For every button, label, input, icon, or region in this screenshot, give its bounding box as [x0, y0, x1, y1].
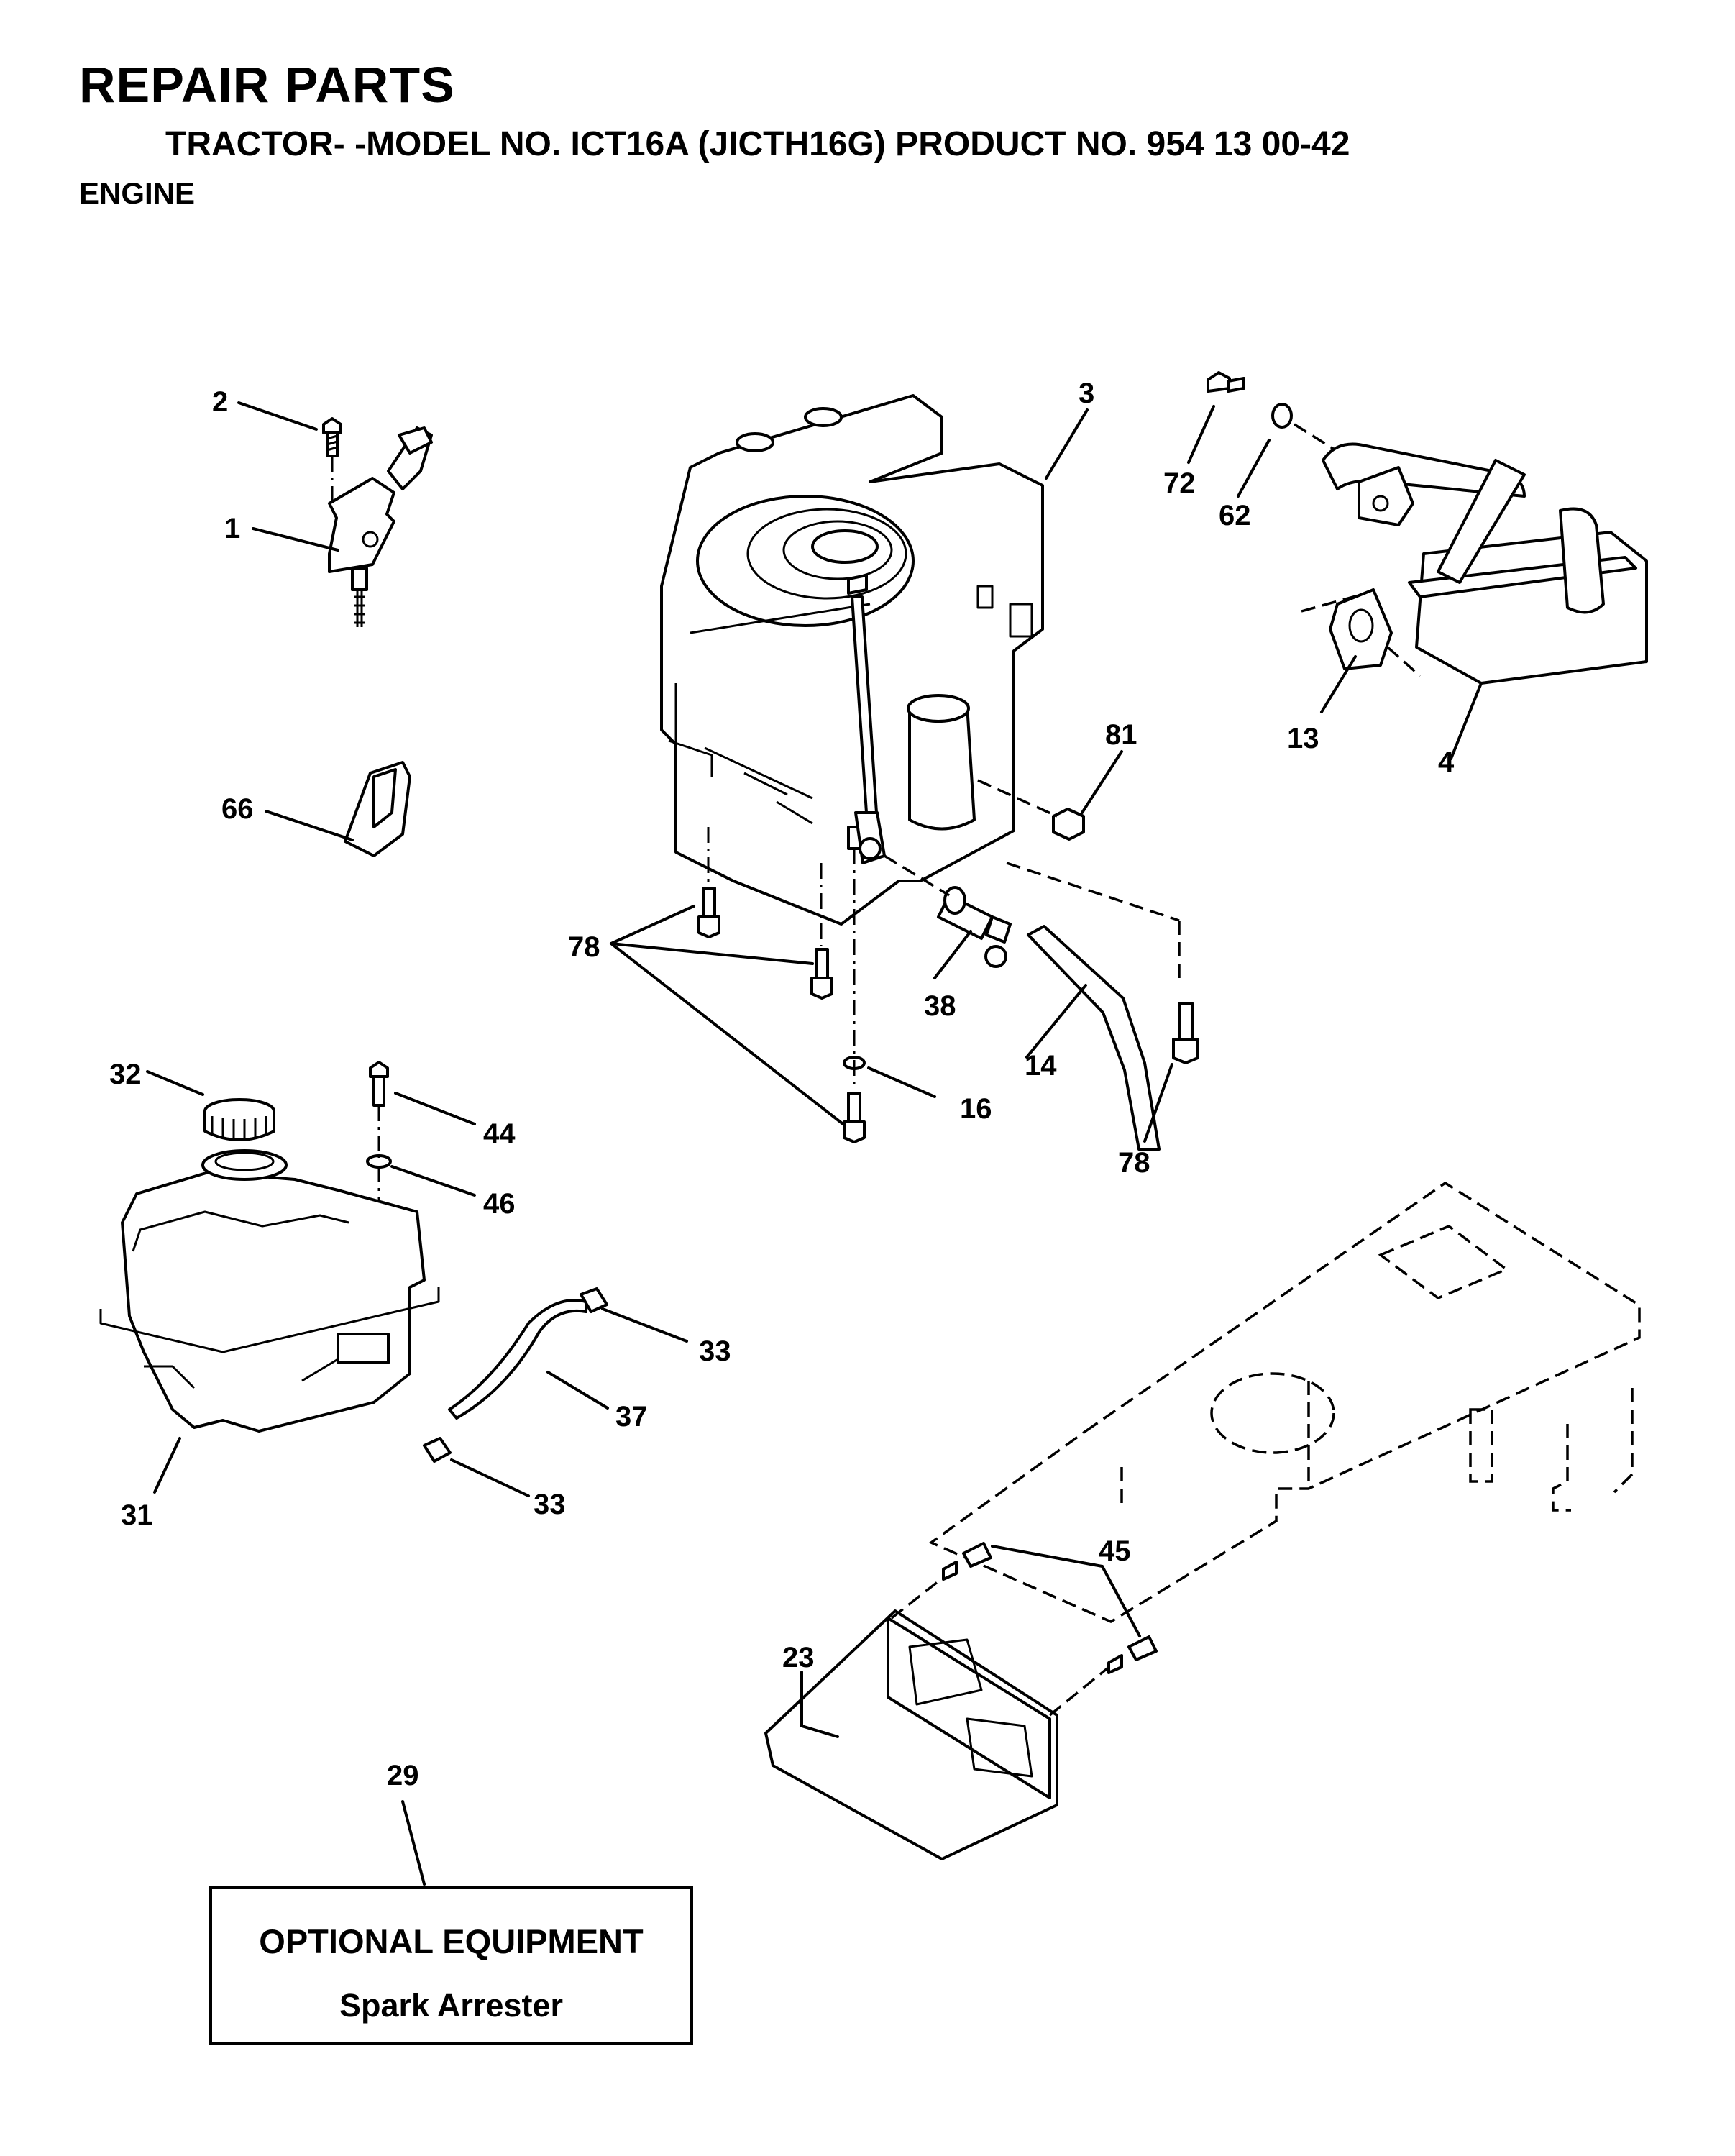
callout-33-lower: 33: [534, 1489, 566, 1520]
callout-78-right: 78: [1118, 1147, 1150, 1179]
page-title: REPAIR PARTS: [79, 57, 455, 113]
callout-44: 44: [483, 1118, 516, 1150]
callout-4: 4: [1438, 746, 1455, 778]
optional-equipment-box: OPTIONAL EQUIPMENT Spark Arrester: [209, 1886, 693, 2045]
callout-62: 62: [1219, 500, 1251, 531]
callout-23: 23: [782, 1642, 815, 1673]
bracket-part-66: [344, 761, 411, 857]
optional-equipment-item: Spark Arrester: [339, 1987, 563, 2024]
callout-37: 37: [615, 1401, 648, 1433]
heat-shield-group: [764, 1542, 1158, 1860]
drain-valve-hose: [937, 886, 1161, 1151]
callout-2: 2: [212, 386, 228, 418]
engine-part: [660, 394, 1044, 926]
throttle-control-part: [322, 417, 433, 627]
callout-46: 46: [483, 1188, 516, 1220]
callout-1: 1: [224, 513, 240, 544]
model-subtitle: TRACTOR- -MODEL NO. ICT16A (JICTH16G) PR…: [165, 125, 1350, 163]
callout-81: 81: [1105, 719, 1137, 751]
callout-78-left: 78: [568, 931, 600, 963]
muffler-group: [1207, 371, 1648, 685]
callout-16: 16: [960, 1093, 992, 1125]
bolts-part-78: [697, 887, 1199, 1143]
callout-14: 14: [1025, 1050, 1057, 1082]
tractor-frame-outline: [928, 1181, 1641, 1623]
callout-66: 66: [221, 793, 254, 825]
callout-13: 13: [1287, 723, 1319, 754]
section-label: ENGINE: [79, 176, 196, 210]
callout-29: 29: [387, 1760, 419, 1791]
optional-equipment-title: OPTIONAL EQUIPMENT: [259, 1922, 644, 1960]
callout-45: 45: [1099, 1535, 1131, 1567]
callout-31: 31: [121, 1499, 153, 1531]
callout-38: 38: [924, 990, 956, 1022]
callout-72: 72: [1163, 467, 1196, 499]
callout-32: 32: [109, 1059, 142, 1090]
callout-3: 3: [1079, 378, 1094, 409]
fuel-tank-group: [99, 1061, 608, 1463]
callout-33-upper: 33: [699, 1335, 731, 1367]
nut-part-81: [1052, 808, 1085, 841]
